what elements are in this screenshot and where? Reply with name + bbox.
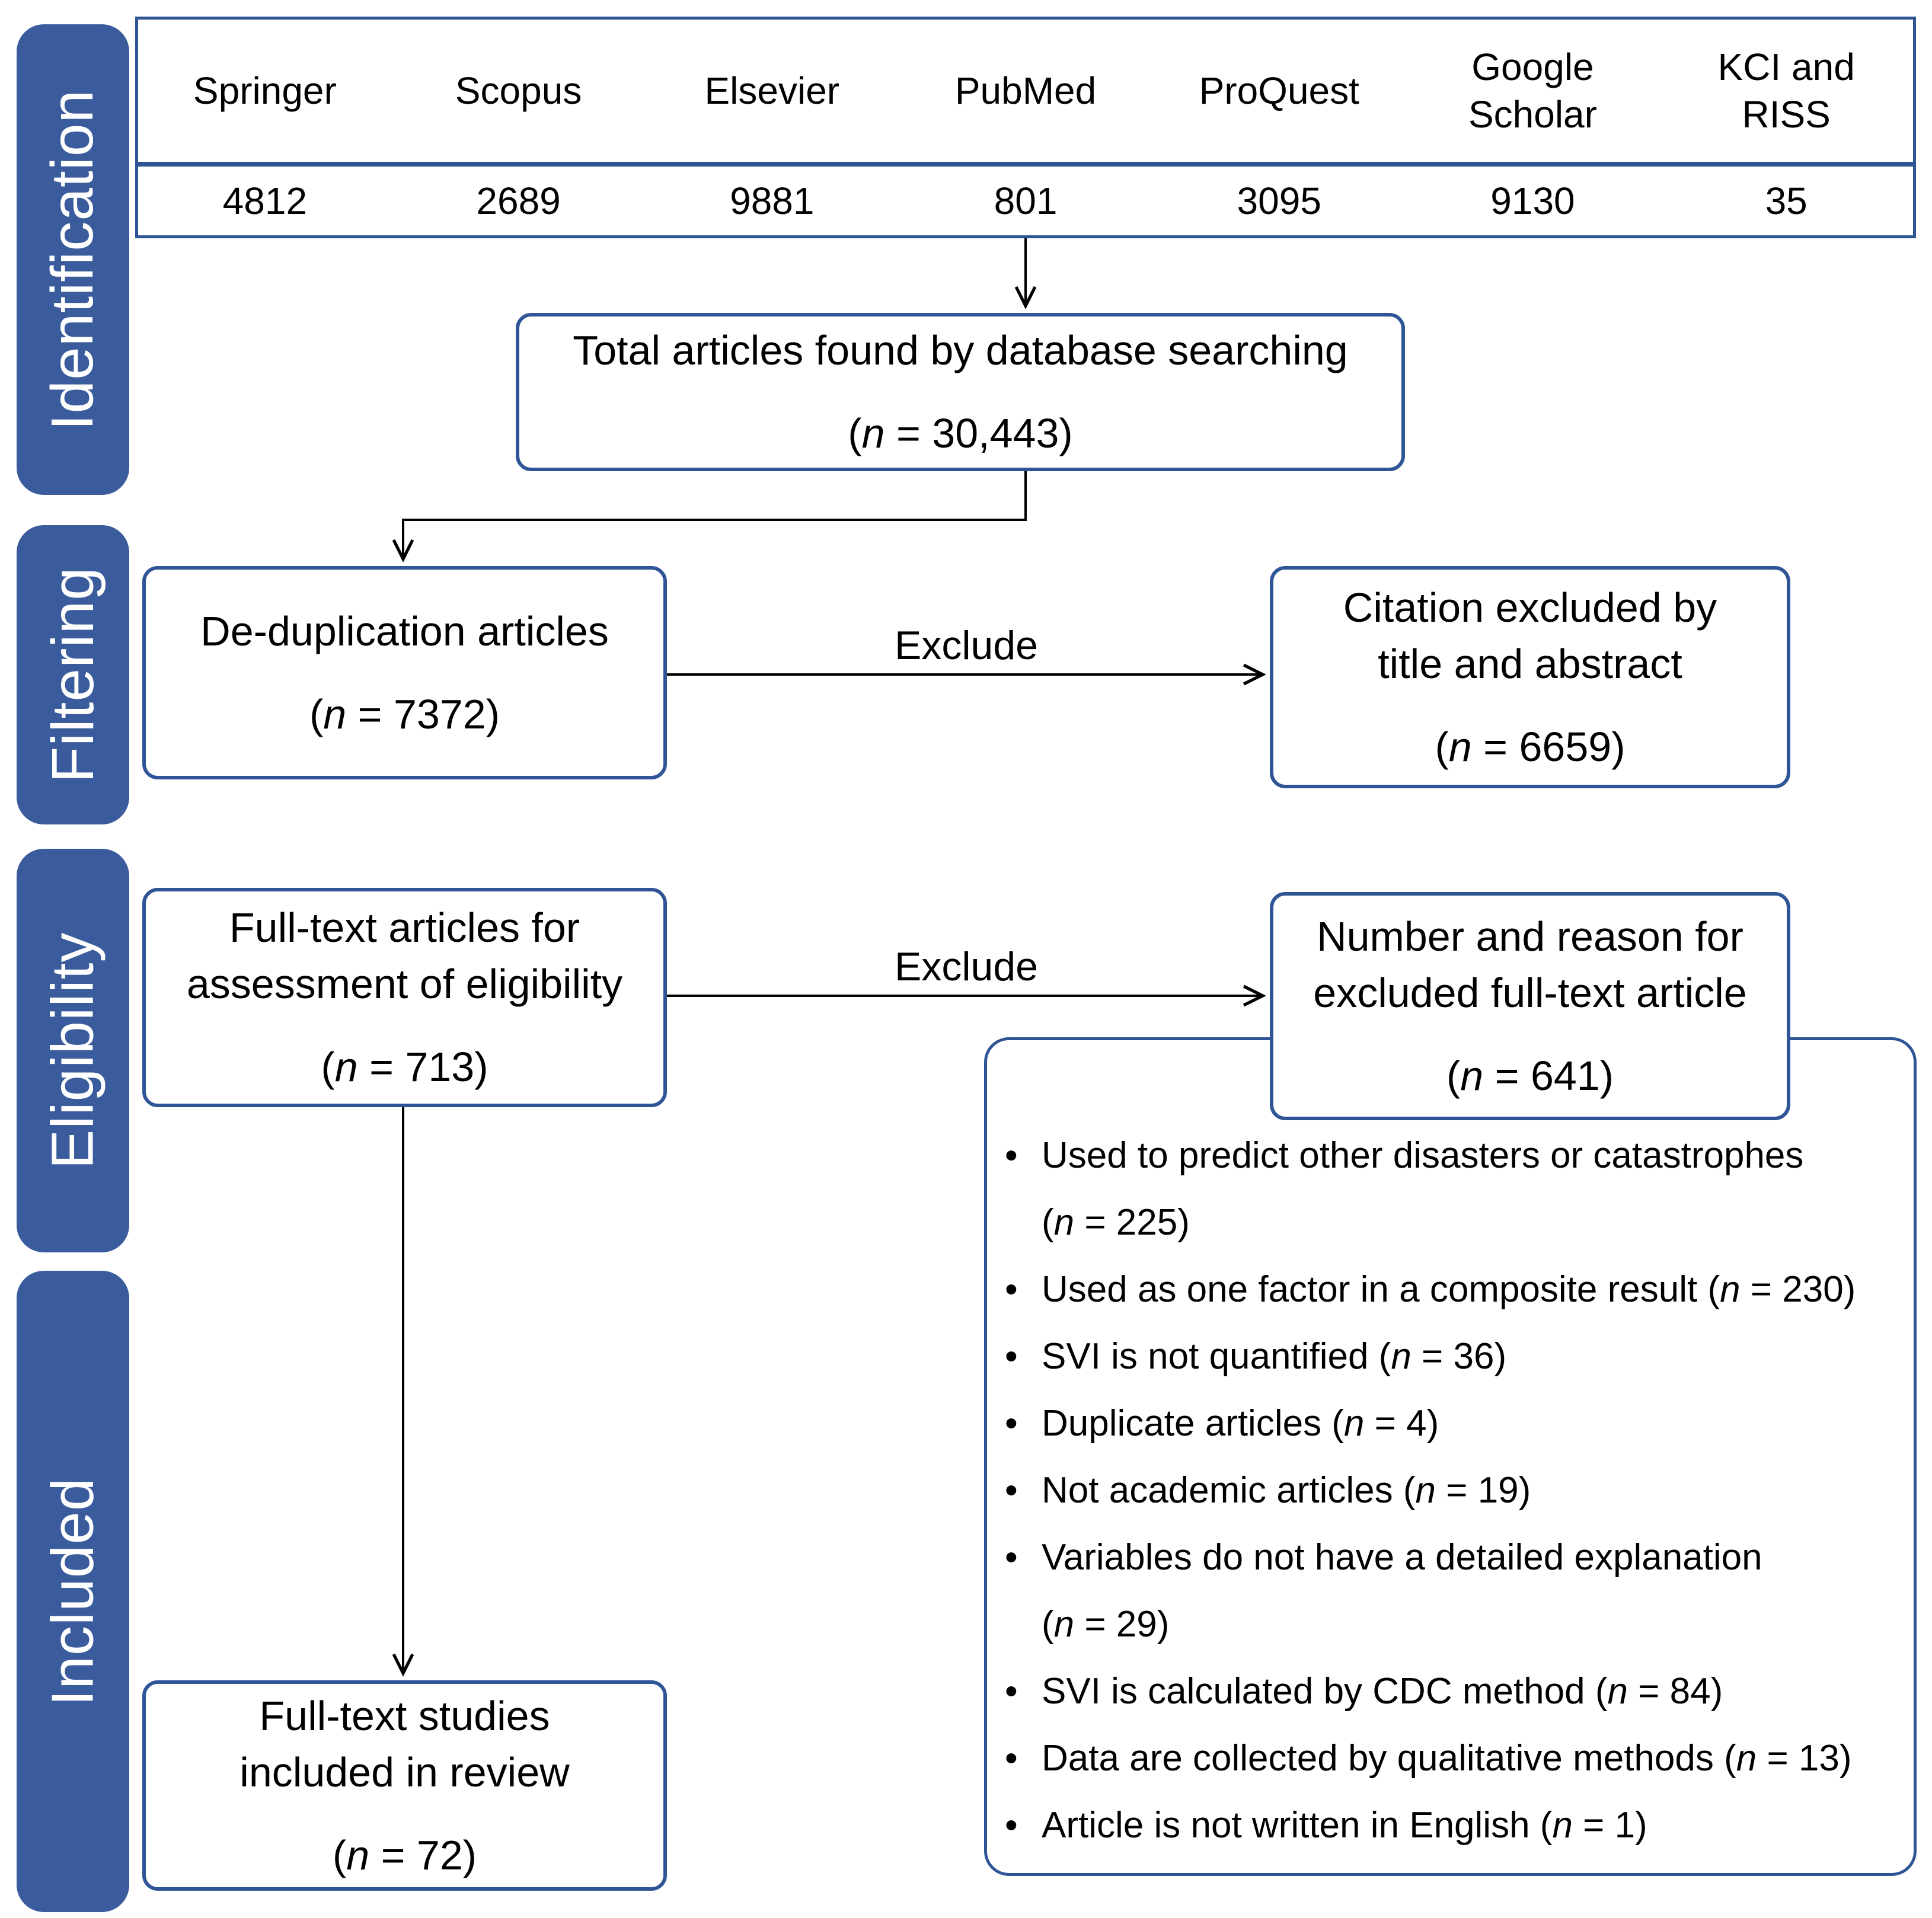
- db-name-cell: Scopus: [392, 20, 646, 162]
- exclusion-reasons-list: Used to predict other disasters or catas…: [987, 1040, 1914, 1859]
- reason-line: SVI is not quantified (n = 36): [1042, 1336, 1507, 1377]
- stage-identification-label: Identification: [39, 89, 106, 430]
- reason-line: Data are collected by qualitative method…: [1042, 1738, 1852, 1779]
- box-line: assessment of eligibility: [186, 961, 623, 1007]
- stat-line: (n = 6659): [1435, 723, 1626, 770]
- de-duplication-box: De-duplication articles (n = 7372): [142, 566, 667, 779]
- db-count: 3095: [1237, 180, 1321, 222]
- stage-identification: Identification: [17, 24, 129, 495]
- db-name-cell: Springer: [138, 20, 392, 162]
- stage-filtering: Filtering: [17, 525, 129, 824]
- db-name: PubMed: [954, 69, 1097, 112]
- citation-excluded-box: Citation excluded by title and abstract …: [1270, 566, 1790, 788]
- box-line: excluded full-text article: [1313, 969, 1747, 1016]
- db-name: Scopus: [455, 69, 582, 112]
- db-count-cell: 801: [899, 167, 1152, 235]
- stage-included-label: Included: [39, 1476, 106, 1706]
- fulltext-eligibility-box: Full-text articles for assessment of eli…: [142, 888, 667, 1107]
- exclusion-reason-item: Duplicate articles (n = 4): [987, 1390, 1896, 1457]
- stage-filtering-label: Filtering: [39, 567, 106, 783]
- reason-line: Not academic articles (n = 19): [1042, 1470, 1531, 1511]
- exclusion-reason-item: Used as one factor in a composite result…: [987, 1256, 1896, 1323]
- exclusion-reason-item: SVI is calculated by CDC method (n = 84): [987, 1658, 1896, 1725]
- db-name-cell: Elsevier: [645, 20, 899, 162]
- db-name: ProQuest: [1199, 69, 1359, 112]
- reason-line: Duplicate articles (n = 4): [1042, 1403, 1439, 1444]
- db-count-cell: 4812: [138, 167, 392, 235]
- database-table-count-row: 4812 2689 9881 801 3095 9130 35: [138, 167, 1913, 235]
- reason-line: (n = 29): [1042, 1604, 1170, 1645]
- box-line: Full-text studies: [259, 1692, 550, 1739]
- stage-included: Included: [17, 1271, 129, 1912]
- box-line: De-duplication articles: [200, 608, 609, 654]
- stat-line: (n = 72): [332, 1831, 477, 1878]
- exclusion-reasons-box: Used to predict other disasters or catas…: [984, 1037, 1917, 1876]
- box-line: included in review: [239, 1748, 570, 1795]
- db-count: 4812: [222, 180, 308, 222]
- db-count-cell: 9130: [1406, 167, 1660, 235]
- total-articles-box: Total articles found by database searchi…: [516, 313, 1405, 471]
- db-count: 801: [994, 180, 1058, 222]
- arrow-total-to-dedup: [392, 471, 1027, 562]
- reason-line: (n = 225): [1042, 1202, 1190, 1243]
- box-line: Number and reason for: [1317, 913, 1743, 960]
- db-name: Google Scholar: [1468, 46, 1597, 136]
- stat-line: (n = 30,443): [848, 410, 1073, 456]
- db-name: KCI and RISS: [1717, 46, 1855, 136]
- exclude-label-filtering: Exclude: [895, 623, 1038, 668]
- db-count: 2689: [476, 180, 561, 222]
- excluded-reasons-header-box: Number and reason for excluded full-text…: [1270, 892, 1790, 1120]
- database-table-header-row: Springer Scopus Elsevier PubMed ProQuest…: [138, 20, 1913, 167]
- exclusion-reason-item: Not academic articles (n = 19): [987, 1457, 1896, 1524]
- included-studies-box: Full-text studies included in review (n …: [142, 1680, 667, 1891]
- db-name-cell: KCI and RISS: [1659, 20, 1913, 162]
- exclusion-reason-item: Variables do not have a detailed explana…: [987, 1524, 1896, 1658]
- db-count-cell: 3095: [1152, 167, 1406, 235]
- box-line: Citation excluded by: [1343, 584, 1717, 631]
- stage-eligibility: Eligibility: [17, 849, 129, 1252]
- db-count: 9130: [1490, 180, 1575, 222]
- reason-line: SVI is calculated by CDC method (n = 84): [1042, 1671, 1723, 1712]
- stage-eligibility-label: Eligibility: [39, 932, 106, 1169]
- stat-line: (n = 7372): [309, 691, 500, 737]
- reason-line: Used to predict other disasters or catas…: [1042, 1135, 1804, 1176]
- db-name: Springer: [193, 69, 337, 112]
- box-line: Total articles found by database searchi…: [573, 327, 1348, 373]
- db-name-cell: Google Scholar: [1406, 20, 1660, 162]
- db-name-cell: ProQuest: [1152, 20, 1406, 162]
- database-table: Springer Scopus Elsevier PubMed ProQuest…: [135, 17, 1916, 238]
- reason-line: Variables do not have a detailed explana…: [1042, 1537, 1762, 1578]
- stat-line: (n = 713): [321, 1044, 488, 1090]
- stat-line: (n = 641): [1446, 1052, 1614, 1099]
- reason-line: Used as one factor in a composite result…: [1042, 1269, 1856, 1310]
- db-count-cell: 2689: [392, 167, 646, 235]
- db-count: 9881: [730, 180, 815, 222]
- exclusion-reason-item: SVI is not quantified (n = 36): [987, 1323, 1896, 1390]
- db-count: 35: [1765, 180, 1808, 222]
- exclusion-reason-item: Data are collected by qualitative method…: [987, 1725, 1896, 1792]
- exclusion-reason-item: Used to predict other disasters or catas…: [987, 1122, 1896, 1256]
- box-line: Full-text articles for: [229, 904, 580, 951]
- box-line: title and abstract: [1378, 640, 1682, 687]
- db-count-cell: 35: [1659, 167, 1913, 235]
- db-name: Elsevier: [704, 69, 840, 112]
- exclusion-reason-item: Article is not written in English (n = 1…: [987, 1792, 1896, 1859]
- exclude-label-eligibility: Exclude: [895, 944, 1038, 989]
- db-count-cell: 9881: [645, 167, 899, 235]
- reason-line: Article is not written in English (n = 1…: [1042, 1805, 1647, 1846]
- db-name-cell: PubMed: [899, 20, 1152, 162]
